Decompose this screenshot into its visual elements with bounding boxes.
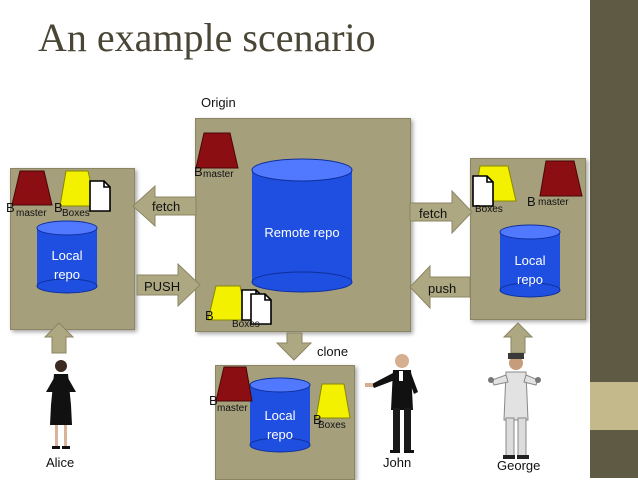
john-boxes-b: B [313,412,322,427]
john-local-repo-cylinder [249,377,311,453]
john-master-b: B [209,393,218,408]
george-arrow-up [502,322,534,354]
george-master-branch [539,160,583,197]
clone-arrow-down [275,332,313,361]
origin-boxes-sub: Boxes [232,319,260,330]
alice-figure [46,360,76,449]
origin-label: Origin [201,95,236,110]
alice-name: Alice [46,455,75,470]
george-local-repo-label-2: repo [516,272,544,287]
remote-repo-cylinder [251,158,353,293]
push-label-upper: PUSH [144,279,181,294]
alice-master-sub: master [16,208,47,219]
john-figure [365,354,418,453]
alice-arrow-up [43,322,75,354]
slide-title: An example scenario [38,15,376,60]
fetch-arrow-right [409,189,473,235]
origin-master-sub: master [203,169,234,180]
john-local-repo-label-2: repo [266,427,294,442]
george-master-b: B [527,194,536,209]
george-local-repo-cylinder [499,224,561,298]
alice-master-b: B [6,200,15,215]
alice-local-repo-label-2: repo [53,267,81,282]
alice-boxes-b: B [54,200,63,215]
john-local-repo-label-1: Local [264,408,296,423]
george-name: George [497,458,541,473]
john-boxes-branch [315,383,351,419]
clone-label: clone [317,344,349,359]
john-master-sub: master [217,403,248,414]
origin-boxes-b: B [205,308,214,323]
george-boxes-sub: Boxes [475,204,503,215]
push-arrow-left-to-origin [136,262,201,308]
push-arrow-right-to-origin [409,264,471,310]
slide-sidebar-accent [590,382,638,430]
origin-master-b: B [194,164,203,179]
john-name: John [383,455,412,470]
alice-boxes-sub: Boxes [62,208,90,219]
alice-local-repo-cylinder [36,220,98,294]
george-master-sub: master [538,197,569,208]
origin-master-branch [195,132,239,169]
alice-local-repo-label-1: Local [51,248,83,263]
alice-master-branch [11,170,53,206]
george-figure [488,353,541,459]
john-master-branch [215,366,253,402]
fetch-label-left: fetch [152,199,181,214]
push-label-lower: push [428,281,457,296]
fetch-label-right: fetch [419,206,448,221]
remote-repo-label: Remote repo [264,225,340,240]
john-boxes-sub: Boxes [318,420,346,431]
george-local-repo-label-1: Local [514,253,546,268]
fetch-arrow-left [132,184,197,228]
